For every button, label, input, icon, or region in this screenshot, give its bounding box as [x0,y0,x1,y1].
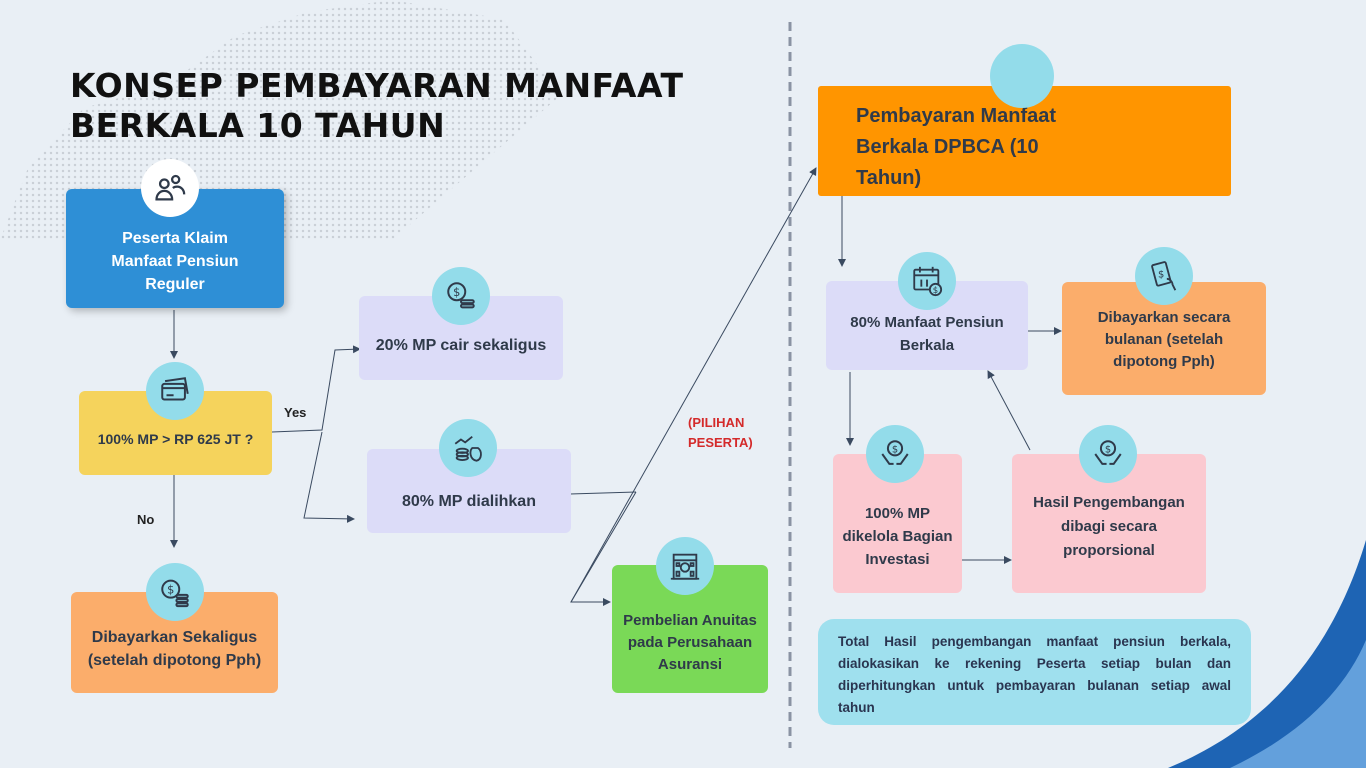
label-no: No [137,512,155,527]
box-dialihkan-80-label: 80% MP dialihkan [402,492,536,510]
people-icon [141,159,199,217]
box-bulanan-label: Dibayarkan secara bulanan (setelah dipot… [1097,308,1231,370]
title-line-1: KONSEP PEMBAYARAN MANFAAT [70,66,684,105]
box-anuitas-label: Pembelian Anuitas pada Perusahaan Asuran… [623,612,757,673]
label-yes: Yes [284,405,307,420]
money-growth-icon [439,419,497,477]
box-berkala-80-label: 80% Manfaat Pensiun Berkala [850,313,1004,354]
box-decision-label: 100% MP > RP 625 JT ? [97,430,254,447]
money-coins-icon: $ [432,267,490,325]
box-bulanan: Dibayarkan secara bulanan (setelah dipot… [1062,282,1266,395]
svg-text:$: $ [892,445,898,456]
building-icon [656,537,714,595]
box-hasil-label: Hasil Pengembangan dibagi secara propors… [1033,493,1185,559]
label-pilihan-peserta: (PILIHAN PESERTA) [688,413,753,453]
svg-text:$: $ [167,582,174,596]
note-box: Total Hasil pengembangan manfaat pensiun… [818,619,1251,725]
label-pilihan-line2: PESERTA) [688,435,753,450]
box-dpbca-label: Pembayaran Manfaat Berkala DPBCA (10 Tah… [856,104,1057,189]
svg-text:$: $ [1105,445,1111,456]
svg-text:$: $ [453,285,460,299]
decorative-circle [990,44,1054,108]
svg-text:$: $ [1158,269,1164,280]
title-line-2: BERKALA 10 TAHUN [70,106,446,145]
svg-text:$: $ [933,286,938,296]
note-text: Total Hasil pengembangan manfaat pensiun… [838,634,1231,715]
box-investasi-label: 100% MP dikelola Bagian Investasi [842,505,953,568]
box-peserta-klaim-label: Peserta Klaim Manfaat Pensiun Reguler [111,230,239,293]
money-care-icon: $ [1079,425,1137,483]
box-cair-20-label: 20% MP cair sekaligus [375,336,547,354]
box-sekaligus-label: Dibayarkan Sekaligus (setelah dipotong P… [87,628,262,669]
money-care-icon: $ [866,425,924,483]
credit-card-icon [146,362,204,420]
label-pilihan-line1: (PILIHAN [688,415,745,430]
page-title: KONSEP PEMBAYARAN MANFAAT BERKALA 10 TAH… [70,66,683,146]
money-coins-icon: $ [146,563,204,621]
calendar-money-icon: $ [898,252,956,310]
money-hand-icon: $ [1135,247,1193,305]
box-decision: 100% MP > RP 625 JT ? [79,391,272,475]
